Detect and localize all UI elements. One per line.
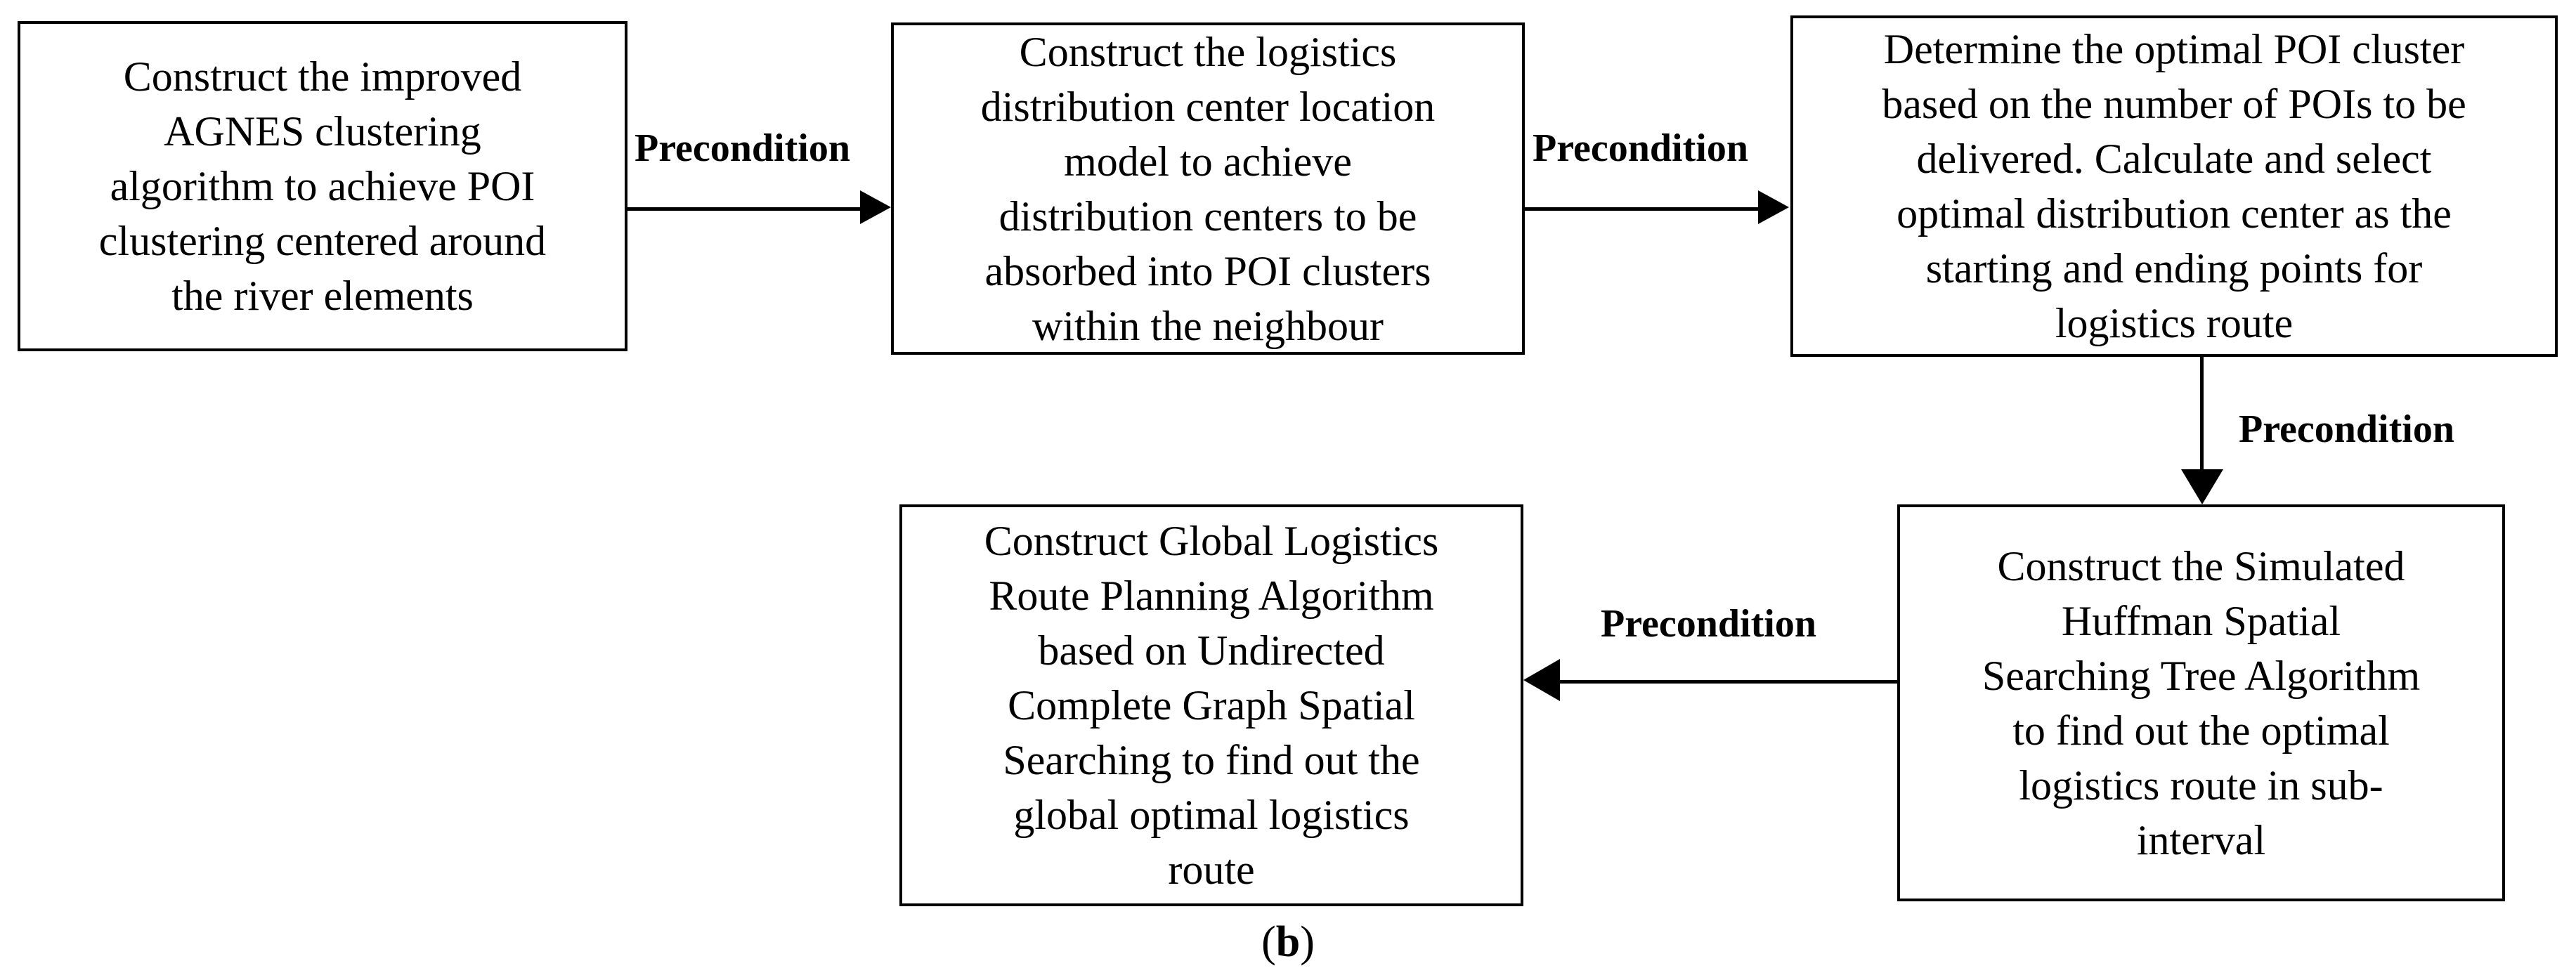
edge-line-horizontal [1525, 207, 1759, 211]
process-node-optimal-poi-cluster: Determine the optimal POI cluster based … [1790, 15, 2558, 357]
edge-label-agnes-to-location: Precondition [635, 126, 850, 170]
caption-paren-open: ( [1261, 918, 1276, 966]
arrowhead-left-icon [1523, 659, 1560, 701]
node-label-distribution-center-location: Construct the logistics distribution cen… [980, 28, 1436, 349]
arrowhead-right-icon [860, 190, 891, 224]
arrowhead-right-icon [1758, 190, 1789, 224]
process-node-distribution-center-location: Construct the logistics distribution cen… [891, 22, 1525, 355]
node-label-agnes-clustering: Construct the improved AGNES clustering … [98, 53, 547, 319]
caption-paren-close: ) [1300, 918, 1315, 966]
arrowhead-down-icon [2181, 469, 2223, 504]
node-label-optimal-poi-cluster: Determine the optimal POI cluster based … [1882, 26, 2466, 346]
edge-line-horizontal [627, 207, 863, 211]
process-node-global-route-planning: Construct Global Logistics Route Plannin… [899, 504, 1523, 906]
edge-label-location-to-cluster: Precondition [1533, 126, 1748, 170]
node-label-huffman-spatial-tree: Construct the Simulated Huffman Spatial … [1982, 542, 2421, 863]
node-label-global-route-planning: Construct Global Logistics Route Plannin… [984, 518, 1439, 893]
figure-caption: (b) [0, 920, 2576, 964]
edge-label-cluster-to-huffman: Precondition [2239, 407, 2454, 451]
process-node-agnes-clustering: Construct the improved AGNES clustering … [18, 21, 627, 351]
edge-line-vertical [2200, 357, 2204, 475]
edge-label-huffman-to-global: Precondition [1601, 602, 1816, 646]
caption-letter: b [1275, 918, 1301, 966]
edge-line-horizontal [1559, 680, 1899, 684]
process-node-huffman-spatial-tree: Construct the Simulated Huffman Spatial … [1897, 504, 2505, 901]
